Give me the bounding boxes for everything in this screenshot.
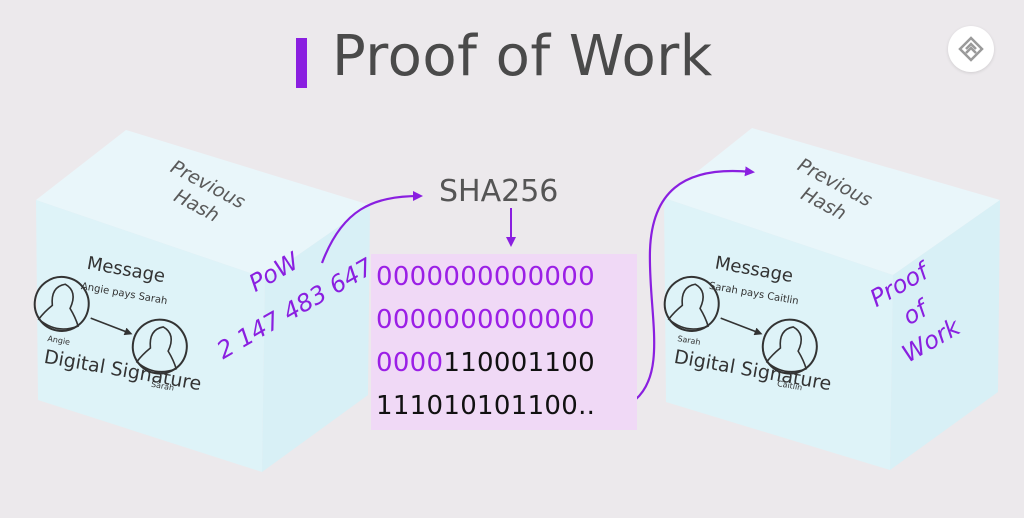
hash-line-4-rest: 111010101100.. — [376, 391, 596, 421]
block-right: Previous Hash Message Sarah pays Caitlin… — [663, 128, 1000, 470]
hash-line-4: 111010101100.. — [376, 385, 595, 428]
hash-line-3-rest: 110001100 — [443, 348, 595, 378]
hash-line-2-zeros: 0000000000000 — [376, 305, 595, 335]
hash-output: 0000000000000 0000000000000 000011000110… — [376, 256, 595, 428]
output-to-next-block-arrow — [634, 166, 755, 401]
person-icon — [761, 318, 818, 375]
person-icon — [131, 318, 188, 375]
block-left-side-face — [262, 205, 370, 472]
person-icon — [33, 275, 90, 332]
block-left-front-face — [36, 200, 265, 472]
title-accent-bar — [296, 38, 307, 88]
hash-line-1: 0000000000000 — [376, 256, 595, 299]
hash-line-3-zeros: 0000 — [376, 348, 444, 378]
block-left-transfer-arrow — [90, 317, 133, 336]
slide-title: Proof of Work — [332, 24, 713, 89]
person-icon — [663, 275, 720, 332]
logo-icon — [948, 26, 994, 72]
block-left-receiver: Sarah — [150, 380, 174, 393]
block-left: Previous Hash Message Angie pays Sarah A… — [33, 130, 379, 472]
hash-line-1-zeros: 0000000000000 — [376, 262, 595, 292]
block-right-sender: Sarah — [677, 334, 701, 347]
block-right-side-face — [890, 200, 1000, 470]
hash-function-label: SHA256 — [439, 174, 559, 209]
hash-line-3: 0000110001100 — [376, 342, 595, 385]
block-left-top-face — [36, 130, 370, 278]
block-left-sender: Angie — [47, 334, 71, 347]
block-right-receiver: Caitlin — [776, 379, 803, 392]
hash-line-2: 0000000000000 — [376, 299, 595, 342]
pow-to-sha-arrow — [320, 191, 423, 264]
block-right-top-face — [664, 128, 1000, 275]
hash-output-box — [371, 254, 637, 430]
block-right-front-face — [664, 198, 893, 470]
block-right-transfer-arrow — [720, 317, 763, 336]
